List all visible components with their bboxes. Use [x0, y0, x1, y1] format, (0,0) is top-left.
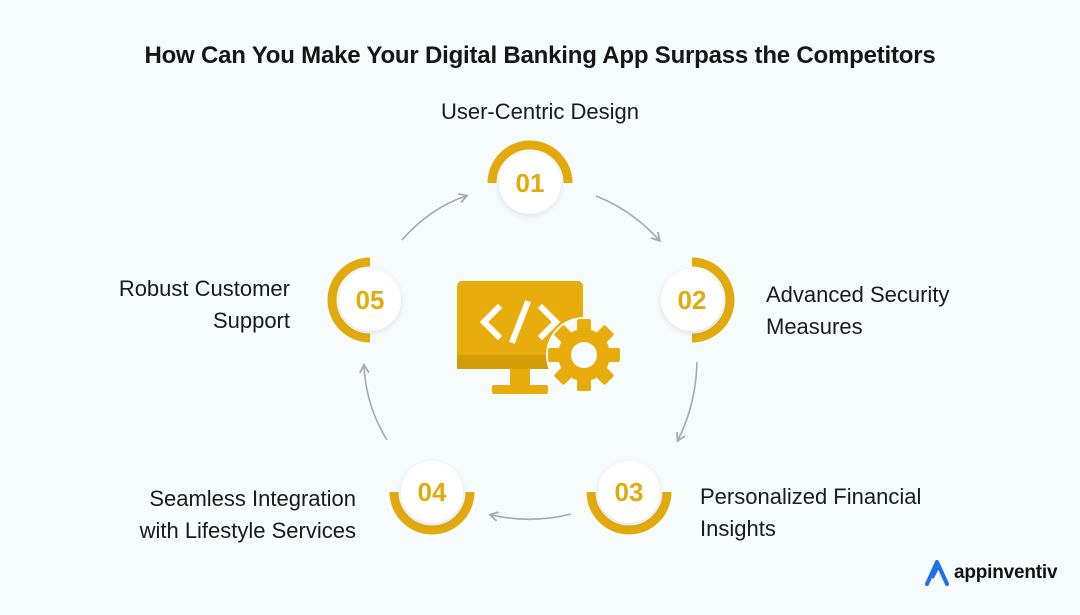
step-03-label: Personalized Financial Insights [700, 481, 1000, 545]
arrow-03-to-04 [488, 511, 572, 522]
step-disc [598, 461, 660, 523]
label-line: Personalized Financial [700, 484, 922, 509]
step-02-label: Advanced Security Measures [766, 279, 1026, 343]
step-disc [401, 461, 463, 523]
arrow-01-to-02 [595, 195, 661, 243]
step-03: 03 [586, 461, 672, 535]
step-01-label: User-Centric Design [340, 96, 740, 128]
step-02: 02 [661, 257, 735, 343]
step-01: 01 [487, 140, 573, 214]
step-ring-arc [487, 140, 573, 184]
step-number: 02 [678, 285, 707, 315]
arrow-04-to-05 [359, 363, 388, 441]
gear-icon [546, 317, 622, 393]
label-line: Measures [766, 314, 863, 339]
label-line: Robust Customer [118, 276, 290, 301]
step-number: 05 [356, 285, 385, 315]
step-ring-arc [327, 257, 371, 343]
step-disc [661, 269, 723, 331]
step-disc [499, 152, 561, 214]
step-05-label: Robust Customer Support [40, 273, 290, 337]
label-line: Advanced Security [766, 282, 950, 307]
step-04-label: Seamless Integration with Lifestyle Serv… [60, 483, 356, 547]
brand-name: appinventiv [954, 562, 1058, 583]
step-ring-arc [691, 257, 735, 343]
label-line: Seamless Integration [149, 486, 356, 511]
step-number: 03 [615, 477, 644, 507]
arrow-05-to-01 [401, 192, 469, 241]
step-05: 05 [327, 257, 401, 343]
step-number: 04 [418, 477, 447, 507]
page-title: How Can You Make Your Digital Banking Ap… [144, 42, 936, 69]
appinventiv-logo-icon [925, 560, 949, 586]
step-number: 01 [516, 168, 545, 198]
monitor-code-gear-icon [457, 281, 622, 394]
label-line: Insights [700, 516, 776, 541]
step-disc [339, 269, 401, 331]
brand-logo: appinventiv [924, 558, 1058, 588]
step-ring-arc [389, 491, 475, 535]
label-line: User-Centric Design [440, 99, 640, 124]
label-line: Support [212, 308, 290, 333]
step-ring-arc [586, 491, 672, 535]
step-04: 04 [389, 461, 475, 535]
label-line: with Lifestyle Services [139, 518, 356, 543]
arrow-02-to-03 [676, 361, 698, 443]
